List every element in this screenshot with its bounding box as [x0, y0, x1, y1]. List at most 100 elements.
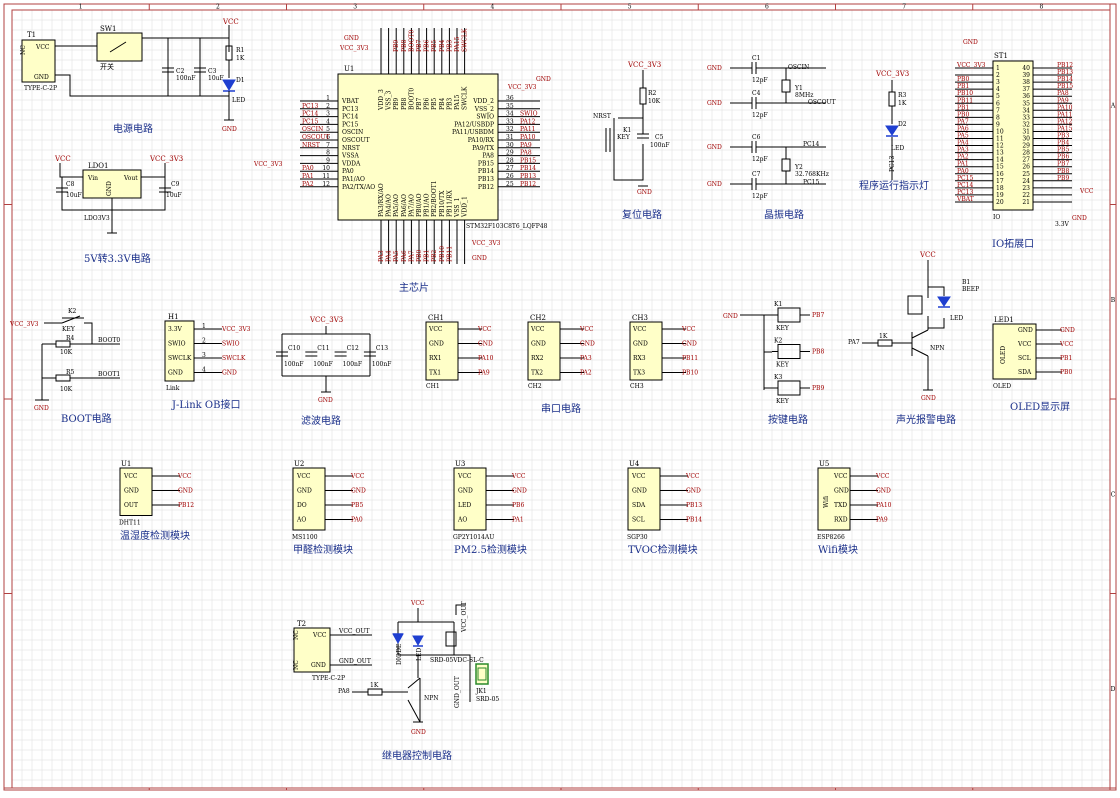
- power-circuit: T1 NC VCC GND TYPE-C-2P SW1 开关 C2 100nF …: [20, 18, 245, 135]
- module-pin: VCC: [631, 473, 646, 480]
- frame-row-label: B: [1111, 297, 1116, 304]
- mcu-left-num: 10: [322, 165, 330, 172]
- relay-circuit: T2 NC VCC NC GND TYPE-C-2P VCC_OUT GND_O…: [293, 600, 499, 762]
- jlink-net: VCC_3V3: [221, 326, 251, 333]
- io-right-num: 38: [1022, 79, 1030, 86]
- y1-ref: Y1: [794, 85, 803, 92]
- frame-col-label: 6: [765, 4, 769, 11]
- c3-ref: C3: [208, 68, 217, 75]
- module-pin: DO: [297, 502, 307, 509]
- module-pin: GND: [834, 488, 849, 495]
- mcu-left-num: 8: [326, 150, 330, 157]
- module-net: PB6: [512, 502, 524, 509]
- module-net: PA1: [512, 517, 524, 524]
- io-left-num: 12: [996, 143, 1004, 150]
- mcu-right-pin: PA11/USBDM: [452, 129, 494, 136]
- jlink-pin: SWIO: [168, 341, 186, 348]
- io-right-num: 39: [1022, 72, 1030, 79]
- oled-body: [992, 323, 1037, 380]
- io-left-net: PA7: [957, 118, 969, 125]
- key-net: PB8: [812, 349, 824, 356]
- reset-nrst: NRST: [593, 113, 611, 120]
- k2-val: KEY: [62, 326, 76, 333]
- key-val: KEY: [776, 362, 790, 369]
- uart-ref: CH3: [632, 314, 648, 322]
- gnd-out: GND_OUT: [339, 658, 371, 665]
- mcu-right-pin: PA8: [482, 153, 494, 160]
- mcu-vcc33-right: VCC_3V3: [507, 84, 537, 91]
- io-left-num: 2: [996, 72, 1000, 79]
- module-pin: RXD: [834, 517, 848, 524]
- section-title-boot: BOOT电路: [61, 412, 112, 425]
- mcu-right-net: PA9: [520, 142, 532, 149]
- mcu-stm32: U1 STM32F103C8T6_LQFP48 VCC_3V3 GND VCC_…: [253, 28, 551, 294]
- t1-connector: [21, 39, 56, 83]
- io-left-net: PB11: [957, 97, 973, 104]
- filter-circuit: VCC_3V3 GND 滤波电路 C10100nFC11100nFC12100n…: [276, 316, 391, 427]
- io-left-net: PA1: [957, 161, 969, 168]
- t1-vcc: VCC: [35, 44, 50, 51]
- uart-ref: CH2: [530, 314, 546, 322]
- frame-row-label: D: [1111, 686, 1116, 693]
- sw1-val: 开关: [100, 62, 114, 71]
- sw1-ref: SW1: [100, 25, 116, 33]
- mcu-left-num: 5: [326, 126, 330, 133]
- io-right-net: PB7: [1057, 161, 1069, 168]
- module-pin: AO: [296, 517, 306, 524]
- mcu-right-net: SWIO: [520, 111, 538, 118]
- key-switch: [777, 344, 801, 359]
- mcu-top-net: SWCLK: [462, 28, 469, 52]
- io-body: [992, 60, 1034, 211]
- d2-ref: D2: [898, 121, 907, 128]
- mcu-bottom-pin: VSS_1: [454, 198, 461, 218]
- io-right-num: 26: [1022, 164, 1030, 171]
- oled-pin: GND: [1018, 327, 1033, 334]
- section-title-sgp: TVOC检测模块: [628, 543, 698, 556]
- sw1-switch: [96, 32, 143, 62]
- mcu-right-pin: PB13: [478, 176, 494, 183]
- uart-net: PB10: [682, 370, 698, 377]
- mcu-right-net: PA12: [520, 118, 536, 125]
- oled-ref: LED1: [994, 316, 1014, 324]
- mcu-right-pin: SWIO: [476, 114, 494, 121]
- io-right-net: PA8: [1057, 90, 1069, 97]
- io-gnd-bottom: GND: [1072, 215, 1087, 222]
- ind-net: PC13: [889, 156, 896, 172]
- c8-val: 10uF: [66, 192, 82, 199]
- mcu-top-pin: VDD_3: [378, 89, 385, 111]
- filter-cap-val: 100nF: [313, 361, 332, 368]
- uart-pin: GND: [429, 341, 444, 348]
- module-pin: SCL: [632, 517, 645, 524]
- mcu-body: [337, 73, 499, 221]
- r5: [55, 374, 71, 382]
- r2: [639, 87, 647, 105]
- section-title-alarm: 声光报警电路: [896, 413, 956, 426]
- indicator-circuit: VCC_3V3 R3 1K D2 LED PC13 程序运行指示灯: [859, 70, 929, 192]
- mcu-left-num: 2: [326, 103, 330, 110]
- mcu-bottom-net: PA5: [393, 250, 400, 262]
- uart-part: CH3: [630, 383, 644, 390]
- oled-body-label: OLED: [1000, 346, 1007, 364]
- module-ref: U4: [629, 460, 640, 468]
- mcu-bottom-net: PB11: [446, 246, 453, 262]
- sensor-modules: 温湿度检测模块 甲醛检测模块 PM2.5检测模块 TVOC检测模块 Wifi模块…: [119, 460, 892, 556]
- io-left-num: 15: [996, 164, 1004, 171]
- vcc-label: VCC: [222, 18, 239, 26]
- frame-col-label: 3: [353, 4, 357, 11]
- mcu-right-pin: PB12: [478, 184, 494, 191]
- io-left-net: PB1: [957, 104, 969, 111]
- reset-vcc33: VCC_3V3: [627, 61, 661, 69]
- key-ref: K2: [774, 338, 782, 345]
- module-net: GND: [512, 488, 527, 495]
- uart-net: VCC: [579, 326, 594, 333]
- mcu-left-net: OSCOUT: [302, 134, 330, 141]
- drawing-frame: [11, 9, 1111, 789]
- module-net: PB13: [686, 502, 702, 509]
- uart-part: CH1: [426, 383, 440, 390]
- mcu-left-net: PA1: [302, 173, 314, 180]
- mcu-left-net: PA0: [302, 165, 314, 172]
- ldo-gnd: GND: [106, 181, 113, 196]
- sw1-blade: [109, 41, 127, 53]
- b1-beep: [907, 295, 923, 315]
